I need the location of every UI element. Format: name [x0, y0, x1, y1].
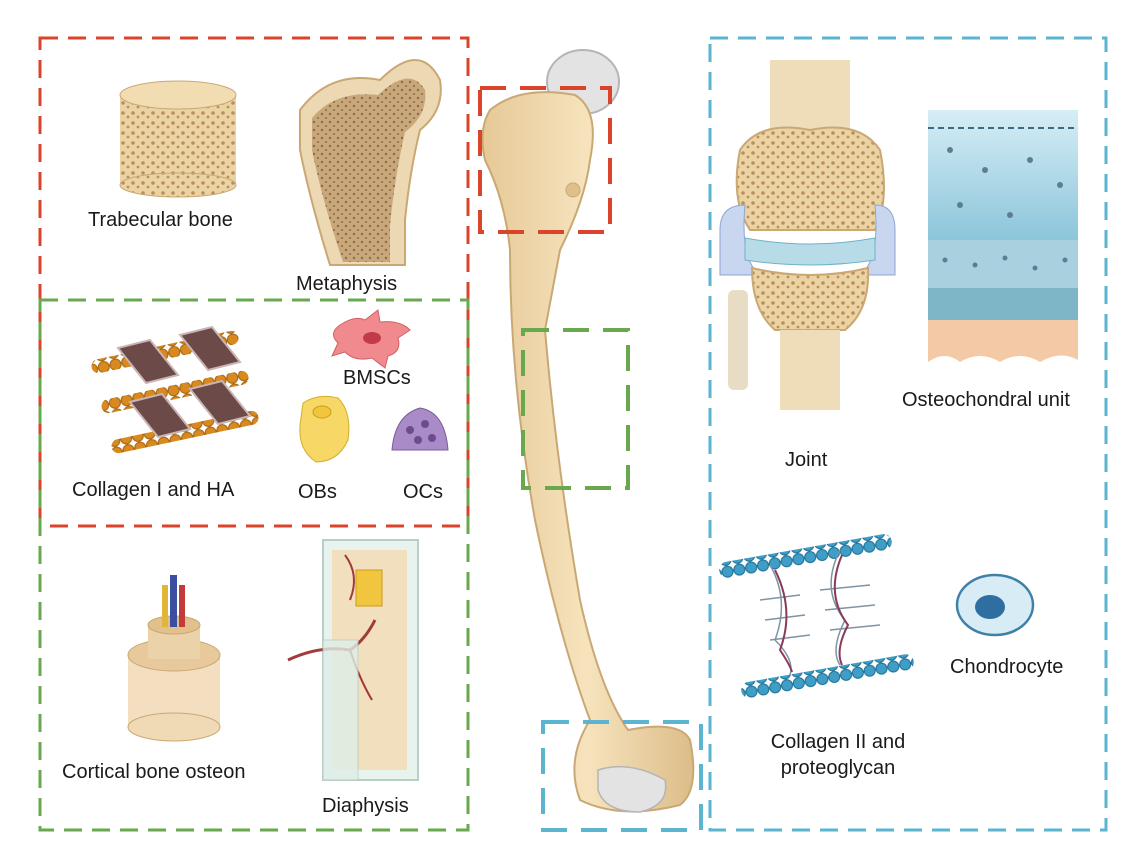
- collagen-ii-proteoglycan-illustration: [719, 534, 914, 698]
- femur-diaphysis-marker: [521, 328, 630, 490]
- osteoblast-cell-icon: [299, 395, 350, 463]
- bmscs-label: BMSCs: [343, 367, 411, 389]
- collagen-ii-label-line2: proteoglycan: [780, 757, 896, 779]
- diaphysis-illustration: [287, 539, 419, 781]
- osteochondral-unit-label: Osteochondral unit: [902, 389, 1070, 411]
- knee-joint-illustration: [719, 60, 896, 410]
- bmsc-cell-icon: [331, 309, 411, 369]
- chondrocyte-label: Chondrocyte: [950, 656, 1064, 678]
- osteoclast-cell-icon: [391, 407, 449, 451]
- trabecular-bone-label: Trabecular bone: [88, 209, 233, 231]
- collagen-i-ha-label: Collagen I and HA: [72, 479, 235, 501]
- collagen-ii-label-line1: Collagen II and: [770, 731, 906, 753]
- femur-metaphysis-marker: [478, 86, 612, 234]
- metaphysis-illustration: [299, 59, 442, 266]
- femur-bone: [481, 49, 695, 813]
- cortical-bone-osteon-label: Cortical bone osteon: [62, 761, 246, 783]
- obs-label: OBs: [298, 481, 337, 503]
- cortical-osteon-illustration: [127, 575, 221, 742]
- femur-cartilage-marker: [541, 720, 703, 832]
- collagen-i-ha-illustration: [91, 325, 259, 454]
- osteochondral-unit-illustration: [928, 110, 1078, 362]
- cartilage-panel-border: [708, 36, 1108, 832]
- diaphysis-panel-border: [38, 298, 470, 832]
- ocs-label: OCs: [403, 481, 443, 503]
- diaphysis-label: Diaphysis: [322, 795, 409, 817]
- joint-label: Joint: [785, 449, 828, 471]
- metaphysis-label: Metaphysis: [296, 273, 398, 295]
- trabecular-bone-illustration: [119, 80, 237, 198]
- metaphysis-panel-border: [38, 36, 470, 528]
- chondrocyte-icon: [955, 573, 1035, 637]
